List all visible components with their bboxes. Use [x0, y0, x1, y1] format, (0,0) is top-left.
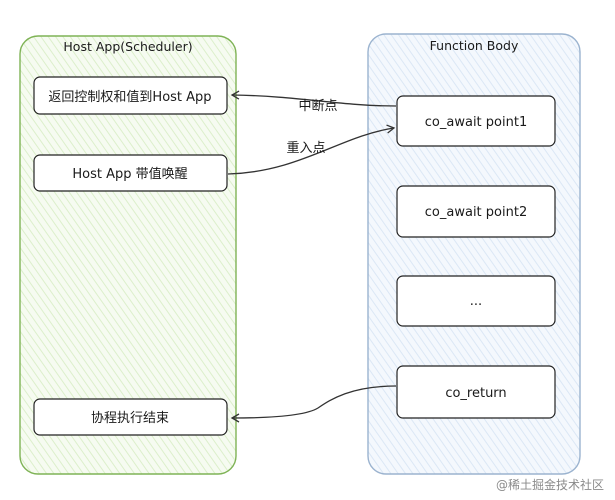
suspend-arrow-label: 中断点 [298, 99, 337, 114]
coroutine-finished-box-label: 协程执行结束 [91, 411, 169, 426]
host-app-panel-title: Host App(Scheduler) [63, 39, 192, 54]
co-await-point1-label: co_await point1 [425, 115, 527, 130]
function-body-panel: Function Body co_await point1 co_await p… [367, 33, 581, 475]
ellipsis-label: ... [470, 294, 482, 309]
co-return-box: co_return [396, 365, 556, 419]
return-control-box: 返回控制权和值到Host App [33, 76, 228, 115]
co-await-point2-box: co_await point2 [396, 185, 556, 238]
ellipsis-box: ... [396, 275, 556, 327]
co-return-label: co_return [445, 386, 506, 401]
coroutine-finished-box: 协程执行结束 [33, 398, 228, 436]
co-await-point2-label: co_await point2 [425, 205, 527, 220]
resume-arrow: 重入点 [227, 124, 396, 175]
resume-with-value-box: Host App 带值唤醒 [33, 154, 228, 192]
host-app-panel: Host App(Scheduler) 返回控制权和值到Host App Hos… [19, 35, 237, 475]
return-arrow [230, 385, 397, 423]
resume-with-value-box-label: Host App 带值唤醒 [72, 166, 187, 182]
resume-arrow-label: 重入点 [286, 140, 325, 156]
suspend-arrow: 中断点 [230, 90, 397, 114]
return-control-box-label: 返回控制权和值到Host App [48, 89, 211, 105]
function-body-panel-title: Function Body [430, 38, 519, 53]
co-await-point1-box: co_await point1 [396, 95, 556, 147]
host-app-panel-frame [19, 35, 237, 475]
watermark: @稀土掘金技术社区 [496, 477, 604, 492]
